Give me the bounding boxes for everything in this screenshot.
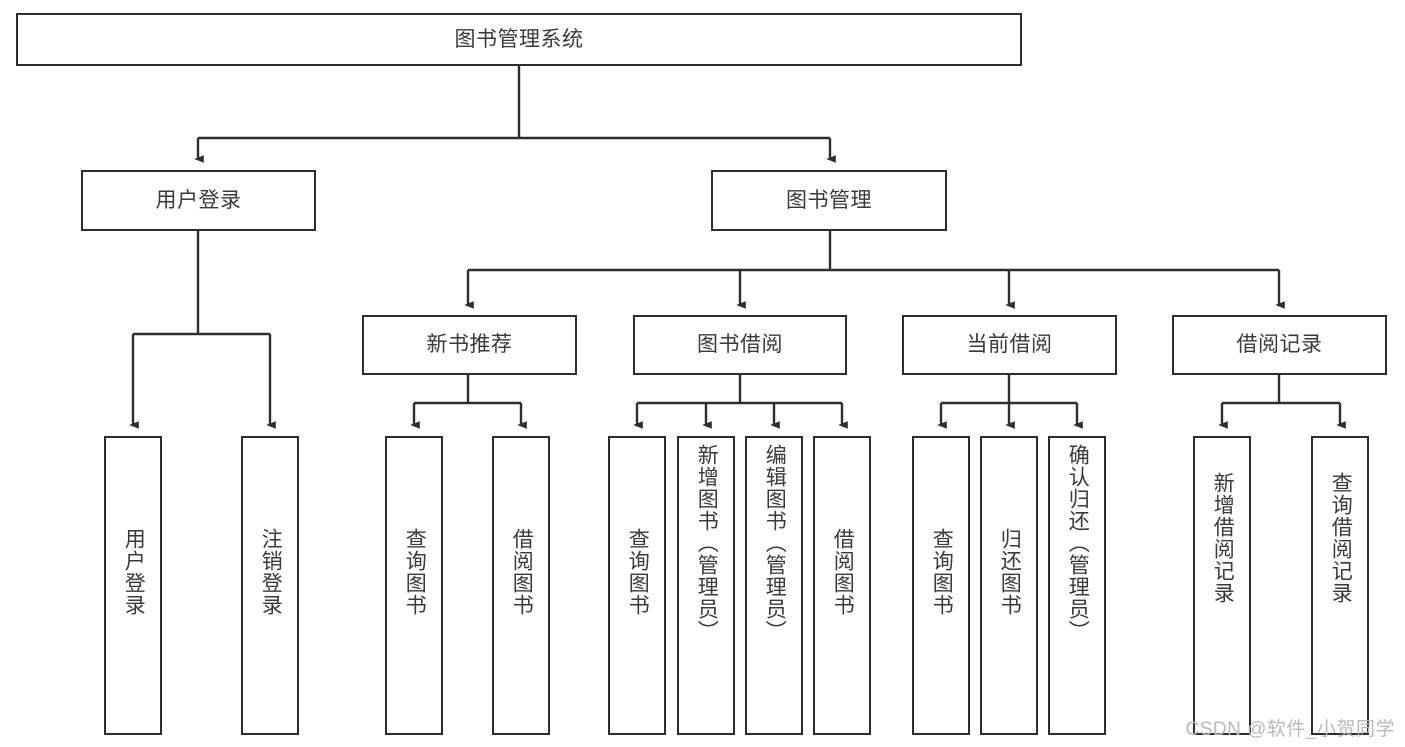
node-leaf-add-borrow-record-label: 新增借阅记录 (1211, 472, 1235, 604)
node-leaf-query-book-3-label: 查询图书 (930, 528, 954, 616)
node-leaf-confirm-return-admin-label: 确认归还（管理员） (1066, 444, 1090, 642)
node-leaf-query-borrow-record[interactable]: 查询借阅记录 (1311, 436, 1369, 735)
node-leaf-query-book-1-label: 查询图书 (403, 528, 427, 616)
node-leaf-borrow-book-1-label: 借阅图书 (510, 528, 534, 616)
node-leaf-borrow-book-2[interactable]: 借阅图书 (813, 436, 871, 735)
node-leaf-user-login-label: 用户登录 (122, 528, 146, 616)
node-root-label: 图书管理系统 (454, 27, 584, 51)
node-current-borrow[interactable]: 当前借阅 (902, 315, 1117, 375)
node-leaf-return-book[interactable]: 归还图书 (980, 436, 1038, 735)
node-leaf-edit-book-admin-label: 编辑图书（管理员） (763, 444, 787, 642)
node-book-management[interactable]: 图书管理 (711, 170, 947, 231)
node-leaf-query-book-3[interactable]: 查询图书 (912, 436, 970, 735)
node-root[interactable]: 图书管理系统 (16, 13, 1022, 66)
node-leaf-borrow-book-1[interactable]: 借阅图书 (492, 436, 550, 735)
node-leaf-logout-login[interactable]: 注销登录 (241, 436, 299, 735)
node-leaf-add-book-admin-label: 新增图书（管理员） (695, 444, 719, 642)
node-leaf-query-book-1[interactable]: 查询图书 (385, 436, 443, 735)
node-leaf-add-borrow-record[interactable]: 新增借阅记录 (1193, 436, 1251, 735)
node-book-borrow-label: 图书借阅 (697, 333, 783, 357)
node-user-login-label: 用户登录 (155, 188, 242, 212)
node-new-book-recommend[interactable]: 新书推荐 (362, 315, 577, 375)
node-borrow-record-label: 借阅记录 (1236, 333, 1323, 357)
node-book-borrow[interactable]: 图书借阅 (633, 315, 847, 375)
node-leaf-borrow-book-2-label: 借阅图书 (831, 528, 855, 616)
node-leaf-query-book-2[interactable]: 查询图书 (608, 436, 666, 735)
node-user-login[interactable]: 用户登录 (81, 170, 316, 231)
csdn-watermark: CSDN @软件_小贺同学 (1185, 719, 1395, 740)
node-leaf-user-login[interactable]: 用户登录 (104, 436, 162, 735)
node-leaf-return-book-label: 归还图书 (998, 528, 1022, 616)
node-leaf-edit-book-admin[interactable]: 编辑图书（管理员） (745, 436, 803, 735)
node-book-management-label: 图书管理 (786, 188, 872, 212)
node-leaf-add-book-admin[interactable]: 新增图书（管理员） (677, 436, 735, 735)
node-borrow-record[interactable]: 借阅记录 (1172, 315, 1387, 375)
node-leaf-query-book-2-label: 查询图书 (626, 528, 650, 616)
node-leaf-logout-login-label: 注销登录 (259, 528, 283, 616)
node-leaf-query-borrow-record-label: 查询借阅记录 (1329, 472, 1353, 604)
node-current-borrow-label: 当前借阅 (966, 333, 1053, 357)
node-leaf-confirm-return-admin[interactable]: 确认归还（管理员） (1048, 436, 1106, 735)
node-new-book-recommend-label: 新书推荐 (426, 333, 513, 357)
